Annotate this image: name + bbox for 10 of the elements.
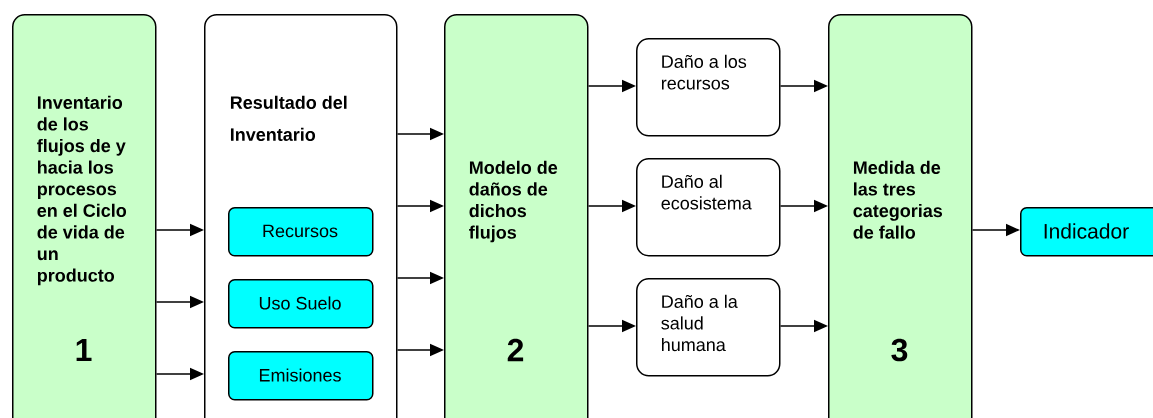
damage-box: Daño al ecosistema xyxy=(636,158,781,257)
category-box: Uso Suelo xyxy=(228,279,374,329)
damage-box: Daño a los recursos xyxy=(636,38,781,137)
process-box: Modelo de daños de dichos flujos 2 xyxy=(444,14,589,418)
damage-box: Daño a la salud humana xyxy=(636,278,781,377)
process-box: Medida de las tres categorias de fallo 3 xyxy=(828,14,973,418)
category-box: Recursos xyxy=(228,207,374,257)
indicator-box: Indicador xyxy=(1020,207,1153,257)
category-box: Emisiones xyxy=(228,351,374,401)
process-box: Inventario de los flujos de y hacia los procesos en el Ciclo de vida de un producto 1 xyxy=(12,14,157,418)
